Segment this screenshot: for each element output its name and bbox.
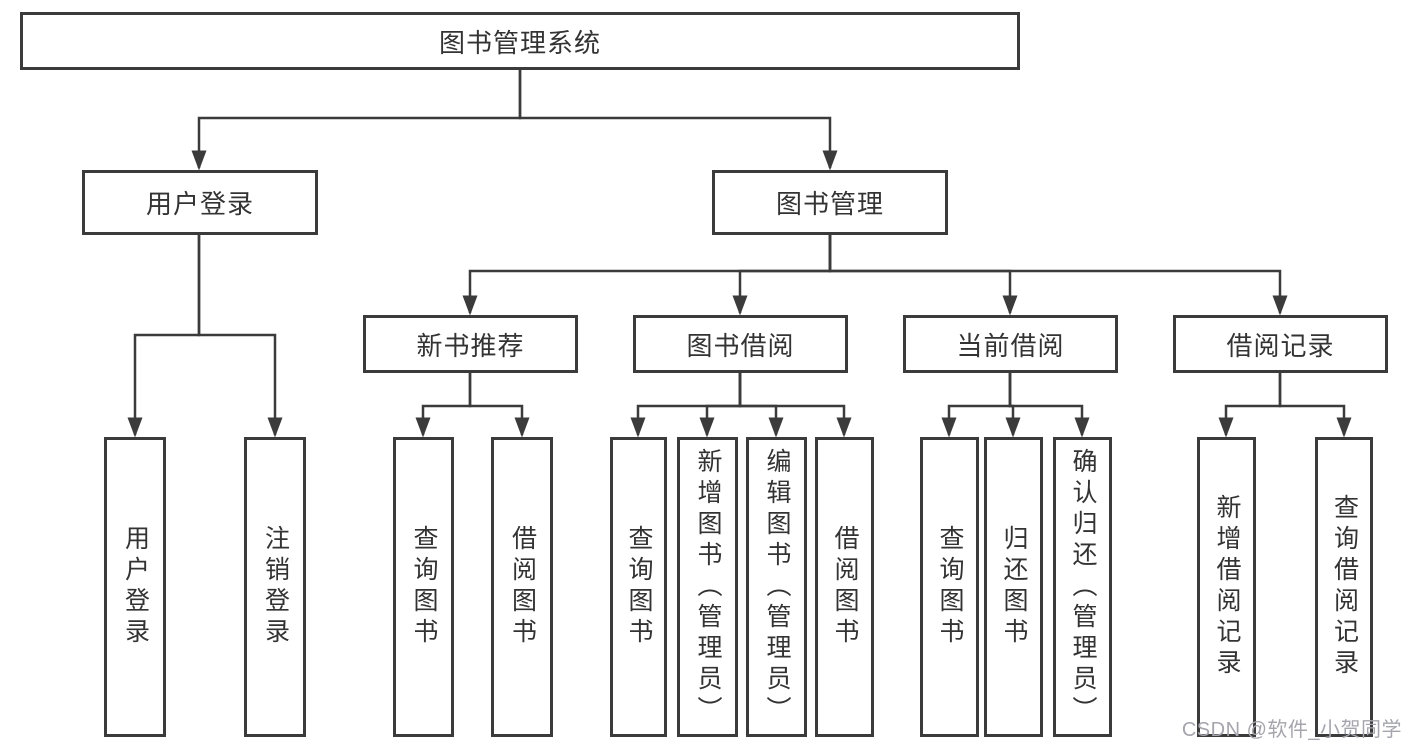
node-label: 确认归还（管理员） xyxy=(1069,447,1097,727)
node-label: 注销登录 xyxy=(261,525,290,649)
node-label: 新增借阅记录 xyxy=(1213,494,1241,680)
leaf-query-books-borrowing: 查询图书 xyxy=(610,437,667,737)
node-label: 图书管理 xyxy=(775,189,884,219)
node-label: 查询借阅记录 xyxy=(1330,494,1359,680)
node-user-login: 用户登录 xyxy=(82,170,318,235)
leaf-confirm-return-admin: 确认归还（管理员） xyxy=(1053,437,1112,737)
leaf-add-book-admin: 新增图书（管理员） xyxy=(677,437,738,737)
node-label: 归还图书 xyxy=(1000,525,1028,649)
node-label: 查询图书 xyxy=(410,525,438,649)
node-label: 借阅图书 xyxy=(508,525,537,649)
node-label: 图书借阅 xyxy=(686,330,795,361)
node-label: 查询图书 xyxy=(936,525,964,649)
leaf-edit-book-admin: 编辑图书（管理员） xyxy=(746,437,807,737)
node-label: 当前借阅 xyxy=(956,330,1065,361)
node-library-management-system: 图书管理系统 xyxy=(20,12,1020,70)
leaf-borrow-books-borrowing: 借阅图书 xyxy=(815,437,874,737)
node-book-borrowing: 图书借阅 xyxy=(633,315,848,373)
leaf-query-books-current: 查询图书 xyxy=(920,437,979,737)
node-label: 用户登录 xyxy=(145,189,254,219)
node-label: 编辑图书（管理员） xyxy=(763,447,791,727)
node-label: 新书推荐 xyxy=(416,330,525,361)
node-new-book-recommendation: 新书推荐 xyxy=(363,315,578,373)
node-label: 新增图书（管理员） xyxy=(694,447,722,727)
leaf-query-books-recommend: 查询图书 xyxy=(393,437,454,737)
node-label: 查询图书 xyxy=(625,525,653,649)
leaf-borrow-books-recommend: 借阅图书 xyxy=(491,437,553,737)
node-label: 借阅图书 xyxy=(831,525,859,649)
leaf-return-book: 归还图书 xyxy=(984,437,1043,737)
leaf-logout: 注销登录 xyxy=(244,437,306,737)
node-book-management: 图书管理 xyxy=(712,170,948,235)
leaf-add-borrow-record: 新增借阅记录 xyxy=(1197,437,1256,737)
node-borrowing-records: 借阅记录 xyxy=(1173,315,1388,373)
node-current-borrowing: 当前借阅 xyxy=(903,315,1118,373)
node-label: 借阅记录 xyxy=(1226,330,1335,361)
node-label: 图书管理系统 xyxy=(438,27,601,58)
node-label: 用户登录 xyxy=(121,525,150,649)
leaf-query-borrow-record: 查询借阅记录 xyxy=(1315,437,1373,737)
leaf-user-login: 用户登录 xyxy=(104,437,166,737)
watermark: CSDN @软件_小贺同学 xyxy=(1181,719,1402,741)
